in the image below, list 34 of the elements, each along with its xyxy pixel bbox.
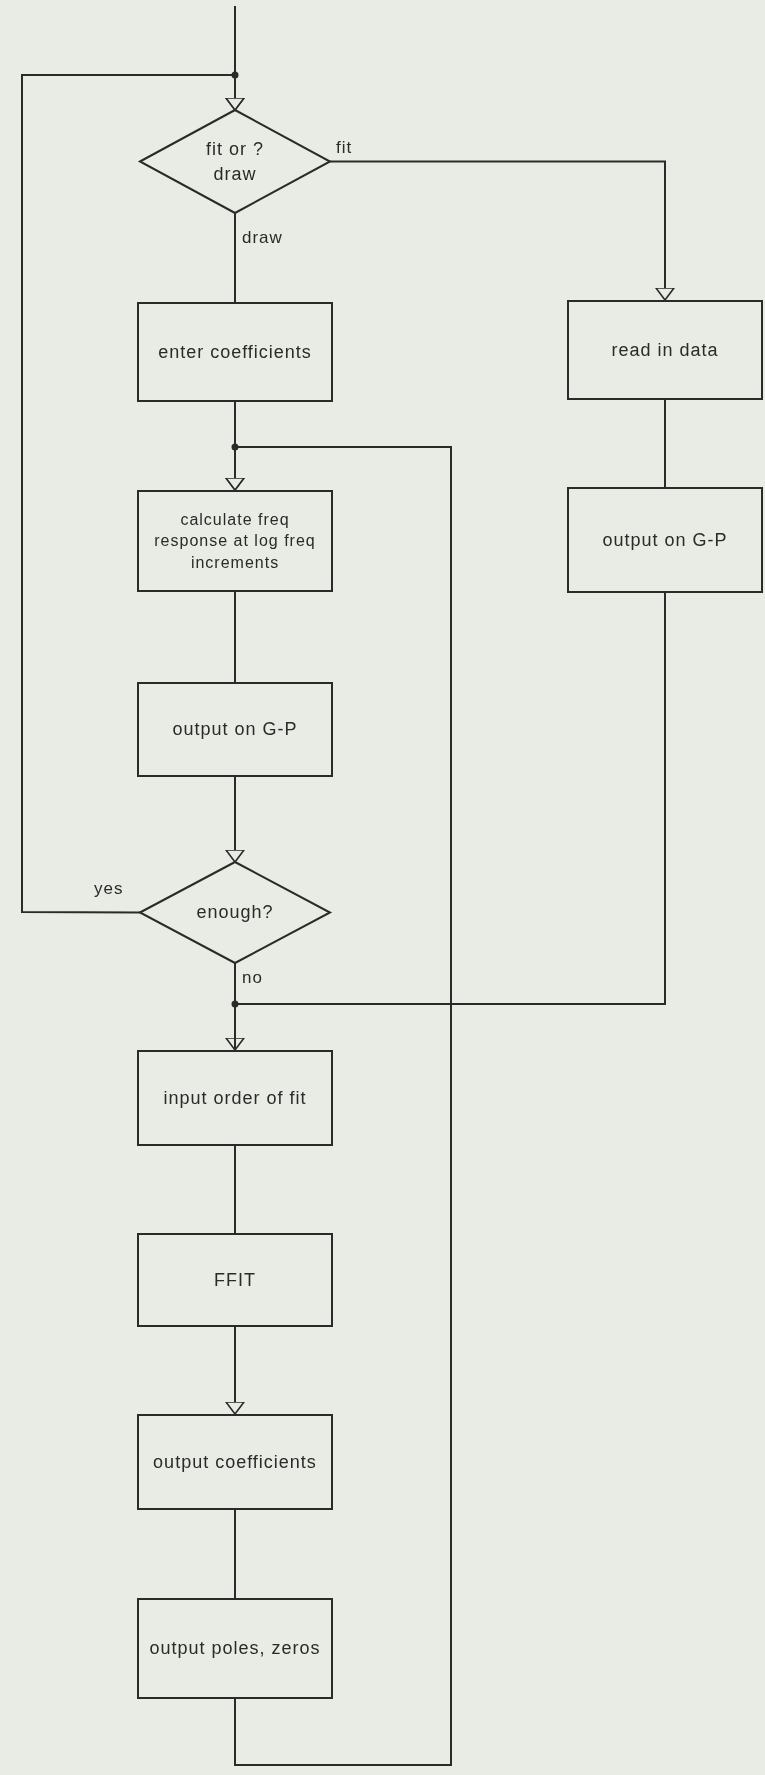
node-label: enter coefficients [158, 340, 312, 364]
node-label: calculate freq response at log freq increments [153, 509, 317, 573]
node-label: fit or ? draw [205, 138, 265, 186]
arrow [21, 74, 245, 914]
arrow [225, 592, 666, 1051]
arrow [225, 1326, 245, 1415]
decision-diamond [140, 110, 330, 213]
node-label: output on G-P [602, 528, 728, 552]
node-label: FFIT [214, 1268, 256, 1292]
arrow [329, 160, 675, 301]
node-label: enough? [196, 901, 274, 925]
process-box [137, 1233, 333, 1327]
connector-line [234, 212, 236, 303]
connector-line [234, 1145, 236, 1234]
arrow [225, 776, 245, 863]
node-label: output poles, zeros [149, 1637, 321, 1661]
connector-line [234, 962, 236, 1051]
process-box [567, 487, 763, 593]
node-label: read in data [611, 338, 719, 362]
connector-line [664, 399, 666, 488]
node-label: output on G-P [172, 718, 298, 742]
process-box [137, 1050, 333, 1146]
process-box [137, 1414, 333, 1510]
arrow [225, 446, 452, 1766]
connector-line [234, 591, 236, 683]
process-box [137, 490, 333, 592]
decision-diamond [140, 862, 330, 963]
process-box [567, 300, 763, 400]
connector-line [234, 1509, 236, 1599]
process-box [137, 302, 333, 402]
process-box [137, 1598, 333, 1699]
node-label: output coefficients [153, 1450, 317, 1474]
node-label: input order of fit [163, 1086, 307, 1110]
process-box [137, 682, 333, 777]
